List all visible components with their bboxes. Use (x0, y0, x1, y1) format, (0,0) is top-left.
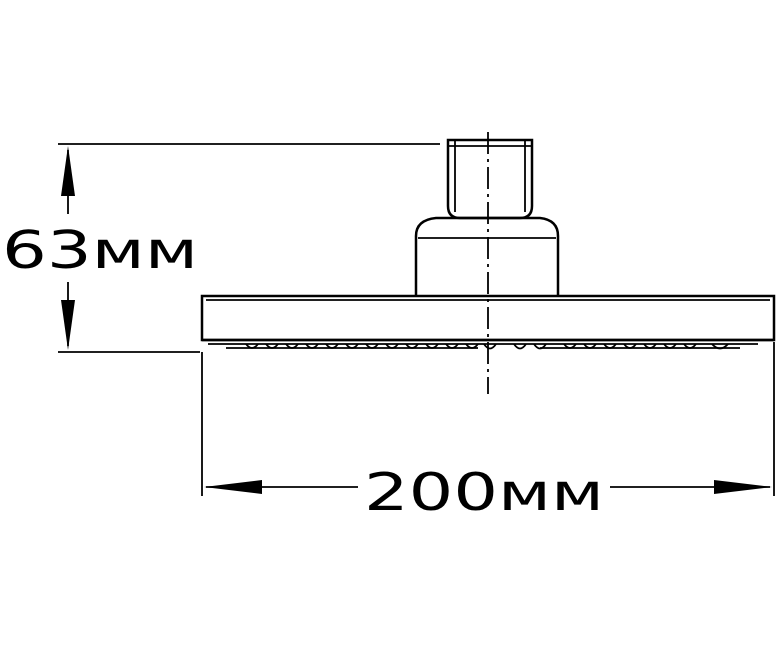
arrow-right-icon (714, 480, 772, 494)
shower-head (200, 132, 776, 394)
ball-joint-neck (414, 216, 560, 295)
height-label: 63мм (2, 221, 198, 281)
arrow-left-icon (204, 480, 262, 494)
arrow-up-icon (61, 146, 75, 196)
shower-disc (200, 294, 776, 350)
height-dimension: 63мм (2, 143, 440, 353)
threaded-connector (446, 138, 534, 220)
spray-nozzles (208, 343, 758, 350)
arrow-down-icon (61, 300, 75, 350)
width-label: 200мм (364, 463, 604, 523)
width-dimension: 200мм (201, 342, 775, 523)
